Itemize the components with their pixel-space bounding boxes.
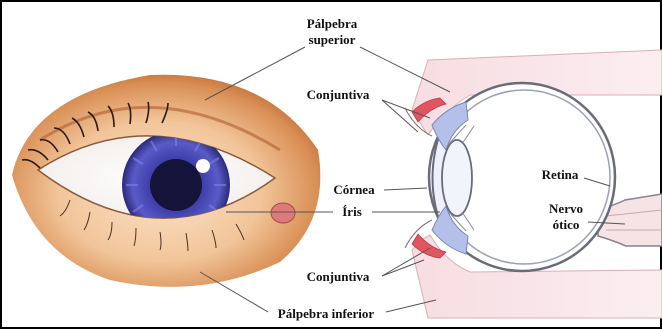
label-palpebra-inferior: Pálpebra inferior xyxy=(278,306,375,321)
label-palpebra-superior-line1: Pálpebra xyxy=(307,16,358,31)
label-nervo-otico-line2: ótico xyxy=(553,217,580,232)
pupil-highlight xyxy=(196,159,210,173)
label-palpebra-superior-line2: superior xyxy=(309,32,356,47)
lens xyxy=(442,140,472,216)
label-nervo-otico-line1: Nervo xyxy=(549,201,583,216)
label-cornea: Córnea xyxy=(333,182,375,197)
label-conjuntiva-top: Conjuntiva xyxy=(307,87,370,102)
pupil xyxy=(150,159,202,211)
label-iris: Íris xyxy=(342,204,362,219)
label-conjuntiva-bottom: Conjuntiva xyxy=(307,269,370,284)
label-retina: Retina xyxy=(542,167,579,182)
caruncle xyxy=(271,203,295,223)
